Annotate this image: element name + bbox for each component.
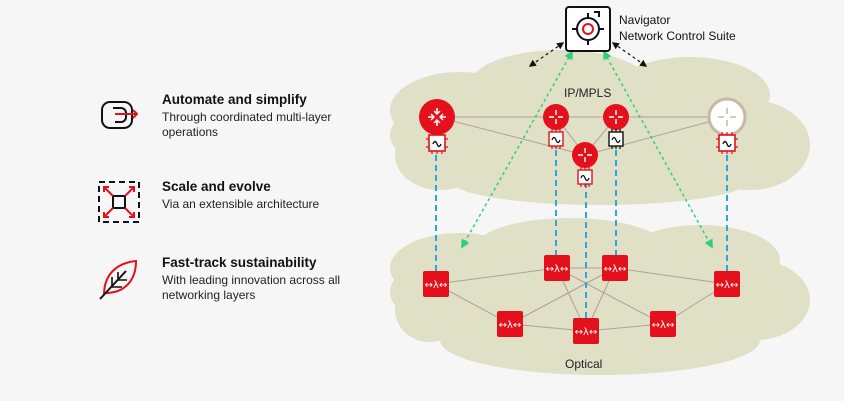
navigator-label: Navigator Network Control Suite (619, 12, 736, 44)
leaf-icon (99, 259, 138, 300)
optical-node[interactable]: ↔λ↔ (714, 271, 740, 297)
roadm-lambda-icon (650, 311, 676, 337)
router-icon (707, 97, 747, 137)
navigator-subtitle: Network Control Suite (619, 29, 736, 43)
feature-automate: Automate and simplify Through coordinate… (96, 92, 396, 152)
router-icon (603, 104, 629, 130)
chip-icon (426, 132, 448, 154)
feature-description: Through coordinated multi-layer operatio… (162, 110, 332, 139)
roadm-lambda-icon (497, 311, 523, 337)
chip-icon (716, 132, 738, 154)
chip-icon (577, 167, 593, 187)
chip-icon (608, 129, 624, 149)
ip-router-inactive[interactable] (707, 97, 747, 154)
controller-peer-links (528, 42, 648, 67)
ip-router[interactable] (572, 142, 598, 187)
roadm-lambda-icon (544, 255, 570, 281)
navigator-target-icon (572, 11, 604, 45)
roadm-lambda-icon (573, 318, 599, 344)
optical-node[interactable]: ↔λ↔ (602, 255, 628, 281)
optical-cloud (390, 218, 810, 375)
optical-node[interactable]: ↔λ↔ (650, 311, 676, 337)
ip-router[interactable] (603, 104, 629, 149)
router-icon (419, 99, 455, 135)
optical-node[interactable]: ↔λ↔ (544, 255, 570, 281)
roadm-lambda-icon (423, 271, 449, 297)
optical-node[interactable]: ↔λ↔ (573, 318, 599, 344)
roadm-lambda-icon (714, 271, 740, 297)
svg-text:↔λ↔: ↔λ↔ (575, 327, 598, 338)
svg-text:↔λ↔: ↔λ↔ (425, 280, 448, 291)
router-icon (572, 142, 598, 168)
svg-text:↔λ↔: ↔λ↔ (604, 264, 627, 275)
svg-text:↔λ↔: ↔λ↔ (652, 320, 675, 331)
optical-node[interactable]: ↔λ↔ (497, 311, 523, 337)
svg-text:↔λ↔: ↔λ↔ (499, 320, 522, 331)
feature-description: Via an extensible architecture (162, 197, 320, 211)
feature-title: Automate and simplify (162, 92, 307, 107)
ip-mpls-label: IP/MPLS (564, 86, 612, 100)
controller-links (461, 50, 713, 249)
ip-mpls-cloud (390, 50, 810, 205)
svg-text:↔λ↔: ↔λ↔ (546, 264, 569, 275)
feature-sustainability: Fast-track sustainability With leading i… (96, 255, 396, 315)
feature-scale: Scale and evolve Via an extensible archi… (96, 179, 396, 239)
svg-text:↔λ↔: ↔λ↔ (716, 280, 739, 291)
navigator-controller[interactable] (565, 6, 611, 52)
optical-node[interactable]: ↔λ↔ (423, 271, 449, 297)
ip-router[interactable] (419, 99, 455, 154)
optical-label: Optical (565, 357, 603, 371)
chip-icon (548, 129, 564, 149)
feature-description: With leading innovation across all netwo… (162, 273, 341, 302)
roadm-lambda-icon (602, 255, 628, 281)
feature-title: Fast-track sustainability (162, 255, 317, 270)
feature-title: Scale and evolve (162, 179, 271, 194)
scale-expand-icon (98, 181, 140, 223)
automate-loop-icon (101, 101, 139, 129)
ip-router[interactable] (543, 104, 569, 149)
router-icon (543, 104, 569, 130)
navigator-title: Navigator (619, 13, 671, 27)
